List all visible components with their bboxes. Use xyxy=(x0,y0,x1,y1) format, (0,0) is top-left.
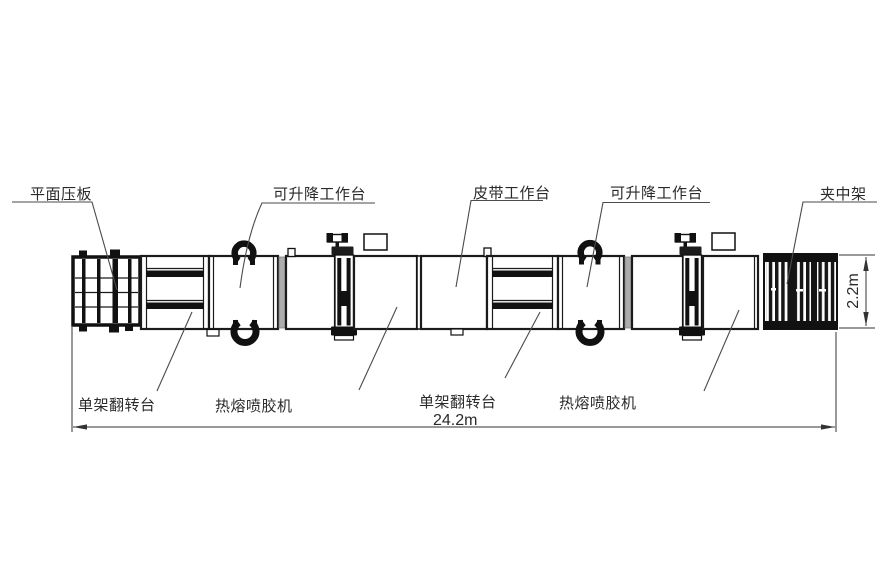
label-turnover-table-1: 单架翻转台 xyxy=(78,397,156,414)
leader-belt xyxy=(455,199,543,288)
post-tab-1 xyxy=(287,247,296,258)
glue-station-2-right xyxy=(701,254,760,331)
machine-line xyxy=(71,232,838,346)
dimension-line-height: 2.2m xyxy=(839,254,875,329)
clamp-bottom-1 xyxy=(230,319,260,346)
label-glue-machine-1: 热熔喷胶机 xyxy=(215,398,293,415)
label-center-clamp-rack: 夹中架 xyxy=(820,186,867,203)
clamp-top-2 xyxy=(577,239,603,265)
dimension-length-text: 24.2m xyxy=(433,412,477,429)
label-liftable-worktable-2: 可升降工作台 xyxy=(610,185,703,202)
leader-lines xyxy=(12,199,877,392)
leader-turnover-2 xyxy=(504,311,541,379)
glue-machine-head-1 xyxy=(326,233,357,341)
separator-2 xyxy=(624,256,632,329)
clamp-bottom-2 xyxy=(575,319,605,346)
turnover-table-1 xyxy=(139,254,211,331)
leader-liftable-2 xyxy=(586,201,710,288)
label-belt-worktable: 皮带工作台 xyxy=(473,185,551,202)
glue-machine-head-2 xyxy=(674,233,705,341)
glue-station-1-left xyxy=(284,254,337,331)
leader-glue-2 xyxy=(703,309,740,392)
separator-1 xyxy=(278,256,286,329)
dimension-total-length: 24.2m xyxy=(71,327,837,432)
labels: 平面压板 可升降工作台 皮带工作台 可升降工作台 夹中架 单架翻转台 热熔喷胶机… xyxy=(30,185,867,415)
label-flat-press-plate: 平面压板 xyxy=(30,185,92,203)
label-glue-machine-2: 热熔喷胶机 xyxy=(559,395,637,412)
clamp-top-1 xyxy=(231,240,257,265)
label-turnover-table-2: 单架翻转台 xyxy=(419,394,497,411)
center-clamp-rack-block xyxy=(763,253,838,330)
leader-liftable-1 xyxy=(239,202,375,289)
belt-worktable-block xyxy=(419,254,489,336)
leader-turnover-1 xyxy=(156,311,193,392)
label-liftable-worktable-1: 可升降工作台 xyxy=(273,186,366,203)
leader-clamp-rack xyxy=(786,201,877,285)
dimension-height-text: 2.2m xyxy=(845,273,862,309)
control-box-2 xyxy=(711,232,736,251)
glue-station-2-left xyxy=(630,254,685,331)
leader-flat-press xyxy=(12,201,118,291)
glue-station-1-right xyxy=(352,254,419,331)
control-box-1 xyxy=(363,233,388,251)
flat-press-plate-block xyxy=(71,249,142,333)
leader-glue-1 xyxy=(358,306,398,391)
turnover-table-2 xyxy=(485,254,560,331)
